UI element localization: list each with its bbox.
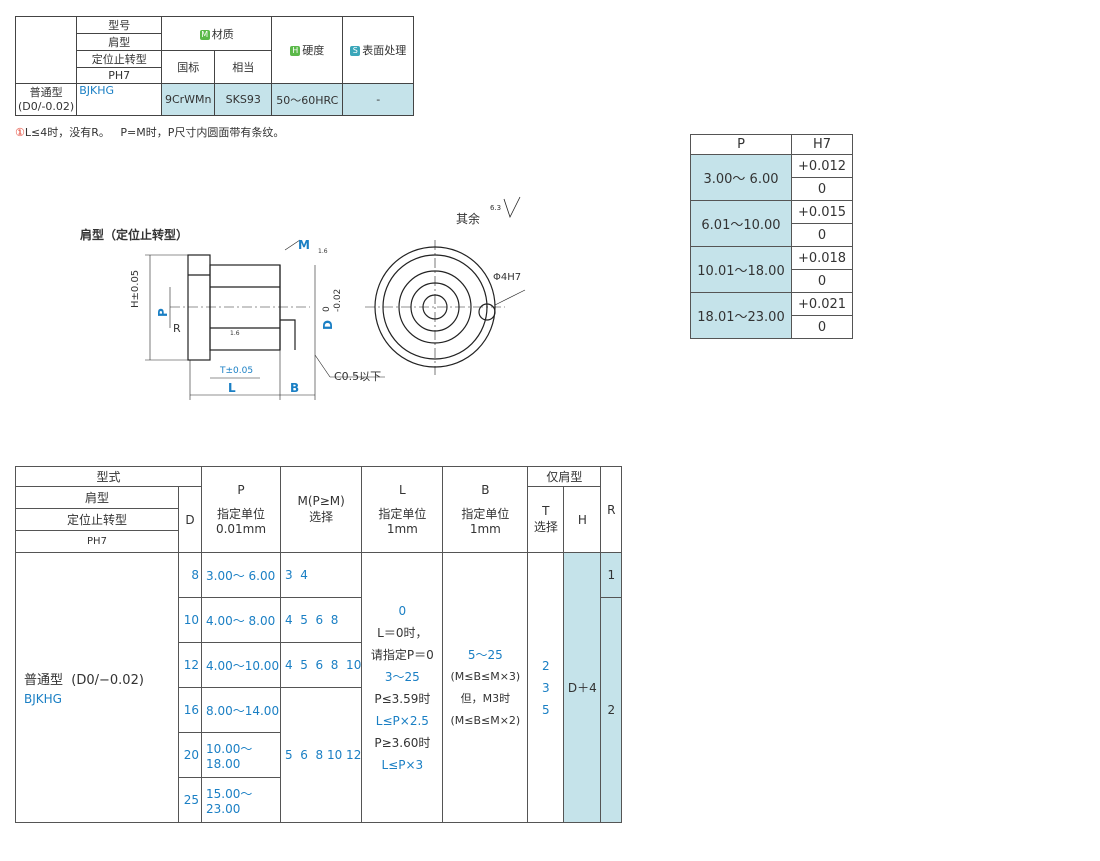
body-outline [209, 264, 281, 351]
spec-h-model: 型号 [76, 16, 163, 34]
drawing-title: 肩型（定位止转型） [80, 228, 189, 242]
rest-roughness: 其余 [456, 212, 481, 226]
spec-h-ph7: PH7 [76, 67, 163, 84]
tolerance-table: P H7 3.00～ 6.00+0.012 0 6.01～10.00+0.015… [690, 134, 853, 339]
main-h-style: 型式 [15, 466, 202, 487]
spec-row-surface: - [342, 83, 415, 116]
dim-R: R [173, 322, 181, 335]
tol-row-plus: +0.012 [791, 154, 853, 178]
rest-rough-value: 6.3 [490, 204, 502, 212]
spec-row-equiv: SKS93 [214, 83, 273, 116]
main-row-p: 4.00～10.00 [201, 642, 281, 688]
main-type-cell: 普通型 (D0/−0.02) BJKHG [15, 552, 179, 823]
main-h-shoulder: 肩型 [15, 486, 179, 509]
dim-T: T±0.05 [220, 366, 254, 376]
rough-16-b: 1.6 [230, 330, 240, 337]
hardness-badge-icon: H [290, 46, 301, 56]
tol-h-h7: H7 [791, 134, 853, 155]
main-h-d: D [178, 486, 202, 553]
tol-row-zero: 0 [791, 223, 853, 247]
spec-h-gb: 国标 [161, 50, 216, 84]
main-row-p: 10.00～18.00 [201, 732, 281, 778]
tol-row-zero: 0 [791, 269, 853, 293]
technical-drawing [145, 196, 526, 400]
main-h-locating: 定位止转型 [15, 508, 179, 531]
spec-note: ①L≤4时，没有R。 P=M时，P尺寸内圆面带有条纹。 [15, 126, 285, 139]
tol-row-zero: 0 [791, 315, 853, 339]
dim-P: P [156, 308, 170, 317]
spec-row-type: 普通型(D0/-0.02) [14, 83, 78, 116]
dim-M: M [298, 238, 310, 252]
dim-chamfer: C0.5以下 [334, 370, 382, 383]
spec-row-hardness: 50～60HRC [271, 83, 344, 116]
rough-16-a: 1.6 [318, 248, 328, 255]
main-b-cell: 5～25 (M≤B≤M×3) 但，M3时 (M≤B≤M×2) [442, 552, 529, 823]
dim-D-tol-top: 0 [322, 306, 332, 312]
tol-row-p: 6.01～10.00 [690, 200, 792, 247]
main-h-only: 仅肩型 [527, 466, 602, 487]
tol-row-p: 18.01～23.00 [690, 292, 792, 339]
flange-outline [187, 254, 211, 361]
spec-corner [14, 16, 78, 84]
main-row-d: 8 [178, 552, 202, 598]
spec-h-shoulder: 肩型 [76, 33, 163, 51]
main-h-m: M(P≥M)选择 [279, 466, 363, 553]
tol-row-plus: +0.018 [791, 246, 853, 270]
main-r2-cell: 2 [600, 597, 623, 823]
main-row-p: 15.00～23.00 [201, 777, 281, 823]
main-row-p: 3.00～ 6.00 [201, 552, 281, 598]
main-h-cell: D＋4 [563, 552, 602, 823]
main-h-r: R [600, 466, 623, 553]
main-h-ph7: PH7 [15, 530, 179, 553]
dim-H: H±0.05 [130, 269, 141, 308]
main-h-h: H [563, 486, 602, 553]
main-t-cell: 2 3 5 [527, 552, 565, 823]
surface-badge-icon: S [350, 46, 361, 56]
tol-row-zero: 0 [791, 177, 853, 201]
main-l-cell: 0 L＝0时， 请指定P＝0 3～25 P≤3.59时 L≤P×2.5 P≥3.… [361, 552, 444, 823]
main-row-d: 16 [178, 687, 202, 733]
main-row-m: 4 5 6 8 [279, 597, 363, 643]
tol-row-p: 10.01～18.00 [690, 246, 792, 293]
dim-phi: Φ4H7 [493, 272, 522, 283]
main-r1-cell: 1 [600, 552, 623, 598]
dim-D-tol-bot: -0.02 [333, 288, 343, 312]
main-row-d: 12 [178, 642, 202, 688]
spec-row-gb: 9CrWMn [161, 83, 216, 116]
tol-h-p: P [690, 134, 792, 155]
main-row-d: 25 [178, 777, 202, 823]
dim-L: L [228, 381, 236, 395]
main-row-m: 4 5 6 8 10 [279, 642, 363, 688]
main-row-m: 3 4 [279, 552, 363, 598]
dim-D: D [321, 320, 335, 330]
tol-row-plus: +0.021 [791, 292, 853, 316]
main-row-d: 20 [178, 732, 202, 778]
material-badge-icon: M [199, 29, 210, 40]
spec-h-equiv: 相当 [214, 50, 273, 84]
dim-B: B [290, 381, 300, 395]
main-row-m: 5 6 8 10 12 [279, 687, 363, 823]
main-row-p: 8.00～14.00 [201, 687, 281, 733]
spec-row-code: BJKHG [76, 83, 163, 116]
note-icon: ① [15, 126, 25, 139]
main-row-p: 4.00～ 8.00 [201, 597, 281, 643]
main-row-d: 10 [178, 597, 202, 643]
tol-row-p: 3.00～ 6.00 [690, 154, 792, 201]
pin-hole-circle [478, 303, 496, 321]
spec-h-locating: 定位止转型 [76, 50, 163, 68]
tol-row-plus: +0.015 [791, 200, 853, 224]
